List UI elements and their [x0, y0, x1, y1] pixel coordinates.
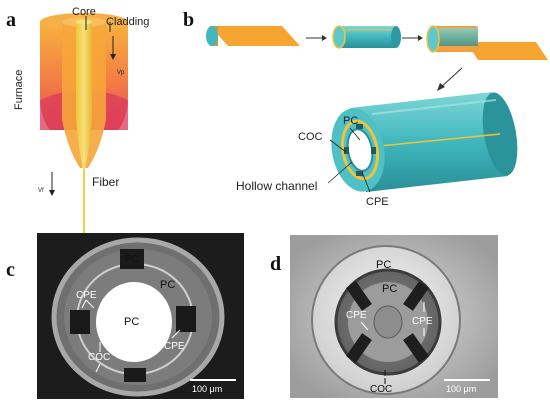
cpe-leader [361, 171, 371, 193]
label-b-hollow-channel: Hollow channel [236, 179, 317, 193]
c-cpe-bottom [124, 368, 146, 382]
step3-tube [432, 28, 478, 46]
c-label-coc: COC [88, 352, 110, 363]
d-label-cpe-left: CPE [346, 310, 367, 321]
preform-cpe-right [371, 147, 376, 154]
step3-sheet [466, 42, 548, 60]
preform-highlight [371, 99, 497, 115]
preform-body [350, 92, 508, 192]
panel-c-letter: c [6, 259, 15, 281]
coc-leader [329, 139, 347, 153]
pc-leader [349, 127, 361, 141]
c-label-pc-center: PC [124, 316, 139, 328]
d-cpe-top-left [346, 281, 372, 311]
c-scale-label: 100 μm [192, 384, 222, 394]
vp-arrowhead [110, 54, 116, 60]
d-label-pc-outer: PC [376, 259, 391, 271]
c-cpe-left-arrows [81, 299, 95, 309]
d-core [373, 305, 403, 339]
label-vf: Vf [38, 188, 44, 194]
c-cpe-right [176, 306, 196, 332]
label-furnace: Furnace [13, 70, 25, 110]
step2-tube-face [332, 25, 346, 49]
c-cpe-right-arrow [171, 329, 181, 339]
label-fiber: Fiber [92, 175, 119, 189]
step1-roll-end [206, 26, 218, 46]
d-cpe-bottom-right [403, 333, 429, 363]
label-core: Core [72, 6, 96, 18]
core-top [76, 19, 92, 25]
c-cpe-top [120, 249, 144, 269]
label-vp: Vp [117, 70, 125, 76]
panel-b-letter: b [183, 9, 194, 31]
d-cpe-bottom-left [346, 333, 372, 363]
label-b-coc: COC [298, 131, 323, 143]
step1-sheet [210, 26, 300, 46]
d-scale-label: 100 μm [446, 384, 476, 394]
d-cpe-left-arrow [360, 321, 369, 331]
step2-tube [338, 26, 396, 48]
d-label-cpe-right: CPE [412, 316, 433, 327]
c-label-pc-right: PC [160, 279, 175, 291]
c-cpe-left [70, 310, 90, 334]
c-hollow-channel [96, 282, 172, 362]
panel-d-letter: d [270, 253, 281, 275]
label-b-pc: PC [343, 115, 358, 127]
panel-b: b [183, 9, 548, 208]
d-label-pc-inner: PC [382, 283, 397, 295]
c-label-cpe-left: CPE [76, 290, 97, 301]
step3-tube-face [426, 25, 440, 53]
step-arrow-1-head [322, 35, 327, 41]
d-label-coc: COC [370, 384, 392, 395]
d-cpe-top-right [403, 281, 429, 311]
vf-arrowhead [49, 190, 55, 196]
preform-cpe-left [344, 147, 349, 154]
panel-c: c PC PC PC CPE CPE COC 100 μm [6, 233, 244, 399]
hollow-channel-leader [327, 161, 353, 184]
label-b-cpe: CPE [366, 196, 389, 208]
step-arrow-3-head [437, 83, 445, 91]
panel-a-letter: a [6, 9, 16, 31]
step2-tube-end [391, 26, 401, 48]
core-rod [76, 22, 92, 170]
preform-inner-stripe [379, 133, 501, 147]
c-coc-arrows [95, 342, 101, 373]
preform-cpe-top [356, 124, 363, 129]
step-arrow-3 [439, 67, 463, 89]
c-label-pc-top: PC [125, 254, 139, 265]
preform-cpe-bottom [356, 171, 363, 176]
label-cladding: Cladding [106, 16, 149, 28]
step-arrow-2-head [418, 35, 423, 41]
c-label-cpe-right: CPE [164, 341, 185, 352]
panel-d: d PC PC CPE CPE COC 100 μm [270, 235, 498, 398]
